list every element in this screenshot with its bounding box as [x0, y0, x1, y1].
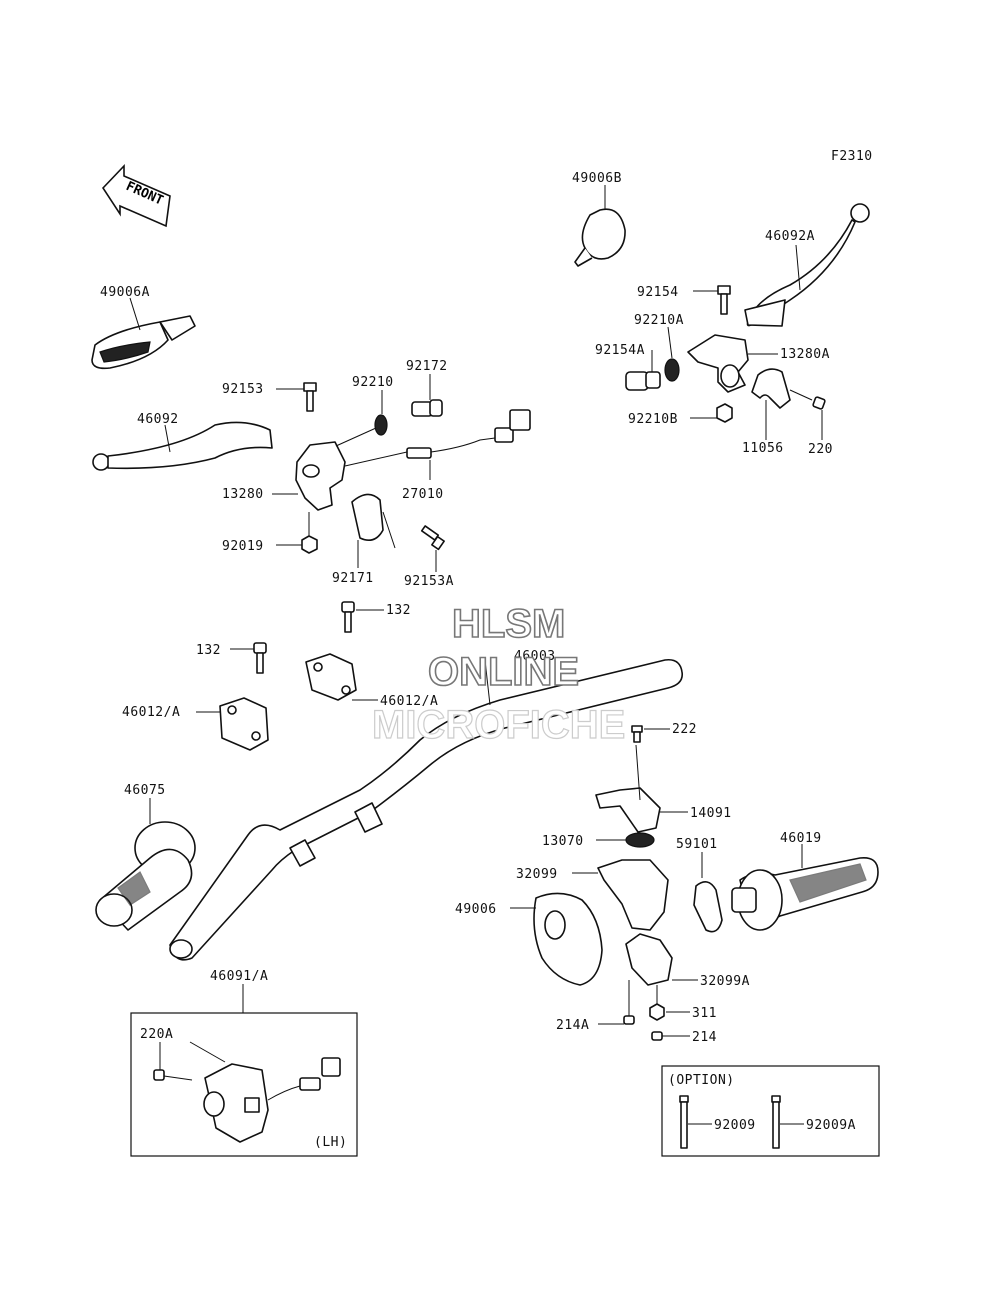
diagram-code: F2310	[831, 149, 873, 164]
callout-27010[interactable]: 27010	[402, 487, 444, 502]
watermark: HLSM ONLINE MICROFICHE	[371, 601, 626, 747]
clamp-46012-left	[196, 697, 269, 751]
callout-14091[interactable]: 14091	[690, 806, 732, 821]
callout-46091A[interactable]: 46091/A	[210, 969, 268, 984]
watermark-line1: HLSM	[452, 602, 565, 646]
callout-92210A[interactable]: 92210A	[634, 313, 684, 328]
callout-92009A[interactable]: 92009A	[806, 1118, 856, 1133]
callout-59101[interactable]: 59101	[676, 837, 718, 852]
callout-222[interactable]: 222	[672, 722, 697, 737]
callout-46092A[interactable]: 46092A	[765, 229, 815, 244]
hand-guard-right	[574, 185, 626, 267]
callout-92019[interactable]: 92019	[222, 539, 264, 554]
callout-92154A[interactable]: 92154A	[595, 343, 645, 358]
callout-220A[interactable]: 220A	[140, 1027, 173, 1042]
callout-46012A-right[interactable]: 46012/A	[380, 694, 438, 709]
collar-59101	[693, 852, 723, 933]
hand-guard-left	[91, 297, 196, 370]
handlebar-46003	[169, 658, 684, 961]
screw-220	[789, 389, 826, 440]
bolt-132-upper	[341, 601, 384, 633]
watermark-line3: MICROFICHE	[372, 703, 625, 747]
option-label: (OPTION)	[668, 1073, 735, 1088]
callout-92171[interactable]: 92171	[332, 571, 374, 586]
callout-92210B[interactable]: 92210B	[628, 412, 678, 427]
callout-46012A-left[interactable]: 46012/A	[122, 705, 180, 720]
callout-132-upper[interactable]: 132	[386, 603, 411, 618]
lh-switch-box	[130, 1012, 358, 1157]
clamp-46012-right	[305, 653, 378, 701]
callout-92009[interactable]: 92009	[714, 1118, 756, 1133]
callout-311[interactable]: 311	[692, 1006, 717, 1021]
callout-49006B[interactable]: 49006B	[572, 171, 622, 186]
callout-220[interactable]: 220	[808, 442, 833, 457]
callout-132-lower[interactable]: 132	[196, 643, 221, 658]
bolt-92009A	[771, 1095, 804, 1149]
grip-left-46075	[95, 798, 196, 931]
nut-92210B	[690, 403, 733, 423]
screw-214	[651, 1031, 690, 1041]
callout-13280A[interactable]: 13280A	[780, 347, 830, 362]
washer-92210	[374, 390, 388, 436]
cover-14091	[595, 744, 688, 833]
callout-13070[interactable]: 13070	[542, 834, 584, 849]
callout-32099A[interactable]: 32099A	[700, 974, 750, 989]
callout-49006A[interactable]: 49006A	[100, 285, 150, 300]
lever-left	[92, 421, 273, 471]
callout-32099[interactable]: 32099	[516, 867, 558, 882]
callout-214A[interactable]: 214A	[556, 1018, 589, 1033]
callout-46092[interactable]: 46092	[137, 412, 179, 427]
switch-46091	[153, 1041, 341, 1143]
callout-46019[interactable]: 46019	[780, 831, 822, 846]
front-arrow-icon: FRONT	[101, 164, 171, 228]
screw-214A	[598, 980, 635, 1025]
watermark-line2: ONLINE	[428, 650, 579, 694]
housing-32099A	[625, 933, 698, 986]
screw-222	[631, 725, 670, 743]
bolt-92153	[276, 382, 317, 412]
callout-92210[interactable]: 92210	[352, 375, 394, 390]
callout-13280[interactable]: 13280	[222, 487, 264, 502]
callout-46003[interactable]: 46003	[514, 649, 556, 664]
bracket-13280A	[687, 334, 778, 393]
switch-27010	[344, 409, 531, 480]
nut-311	[649, 985, 690, 1021]
callout-214[interactable]: 214	[692, 1030, 717, 1045]
grip-throttle-46019	[731, 844, 879, 931]
adjuster-92172	[411, 374, 443, 417]
housing-32099	[572, 859, 669, 931]
option-box	[661, 1065, 880, 1157]
lever-right	[744, 203, 870, 327]
callout-11056[interactable]: 11056	[742, 441, 784, 456]
bolt-92153A	[420, 525, 445, 572]
bolt-92009	[679, 1095, 712, 1149]
clamp-11056	[751, 368, 791, 440]
callout-49006[interactable]: 49006	[455, 902, 497, 917]
callout-92154[interactable]: 92154	[637, 285, 679, 300]
adjuster-92154A	[625, 350, 661, 391]
bracket-13280	[272, 427, 377, 511]
callout-92172[interactable]: 92172	[406, 359, 448, 374]
bolt-132-lower	[230, 642, 267, 674]
callout-92153A[interactable]: 92153A	[404, 574, 454, 589]
clamp-92171	[351, 493, 396, 568]
callout-46075[interactable]: 46075	[124, 783, 166, 798]
nut-92019	[276, 512, 318, 554]
washer-92210A	[664, 326, 680, 382]
callout-92153[interactable]: 92153	[222, 382, 264, 397]
bolt-92154	[693, 285, 731, 315]
lh-label: (LH)	[314, 1135, 347, 1150]
nut-13070	[596, 832, 655, 848]
hand-guard-49006	[510, 892, 603, 986]
